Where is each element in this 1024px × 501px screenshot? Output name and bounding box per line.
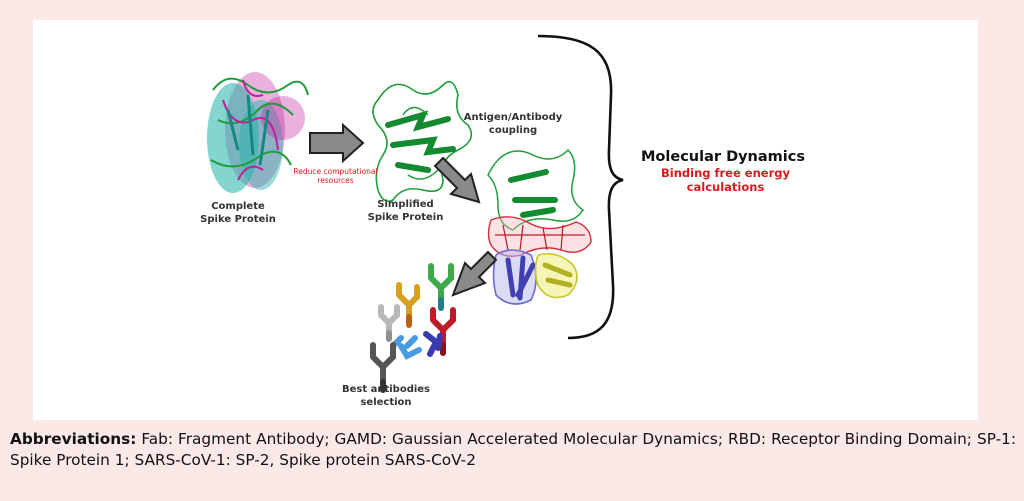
arrow-to-selection-icon <box>451 250 498 297</box>
simplified-spike-protein-image <box>372 80 473 203</box>
molecular-dynamics-title: Molecular Dynamics <box>641 149 805 165</box>
complete-spike-protein-label: Complete Spike Protein <box>200 201 276 225</box>
abbreviations-heading: Abbreviations: <box>10 430 137 448</box>
diagram-art <box>207 34 624 393</box>
antigen-antibody-complex-image <box>487 148 592 305</box>
arrow-to-simplified-icon <box>309 122 365 164</box>
binding-free-energy-label: Binding free energy calculations <box>661 166 790 194</box>
antigen-antibody-coupling-label: Antigen/Antibody coupling <box>463 112 563 136</box>
arrow-to-coupling-icon <box>433 156 481 204</box>
reduce-resources-label: Reduce computational resources <box>293 167 378 185</box>
abbreviations-text: Fab: Fragment Antibody; GAMD: Gaussian A… <box>10 430 1016 469</box>
best-antibodies-selection-label: Best antibodies selection <box>341 384 431 408</box>
curly-brace-icon <box>537 34 624 340</box>
simplified-spike-protein-label: Simplified Spike Protein <box>367 199 444 223</box>
antibody-collection-image <box>370 263 456 393</box>
abbreviations-caption: Abbreviations: Fab: Fragment Antibody; G… <box>10 429 1016 471</box>
complete-spike-protein-image <box>207 72 309 193</box>
figure-panel: Complete Spike Protein Reduce computatio… <box>33 20 978 420</box>
